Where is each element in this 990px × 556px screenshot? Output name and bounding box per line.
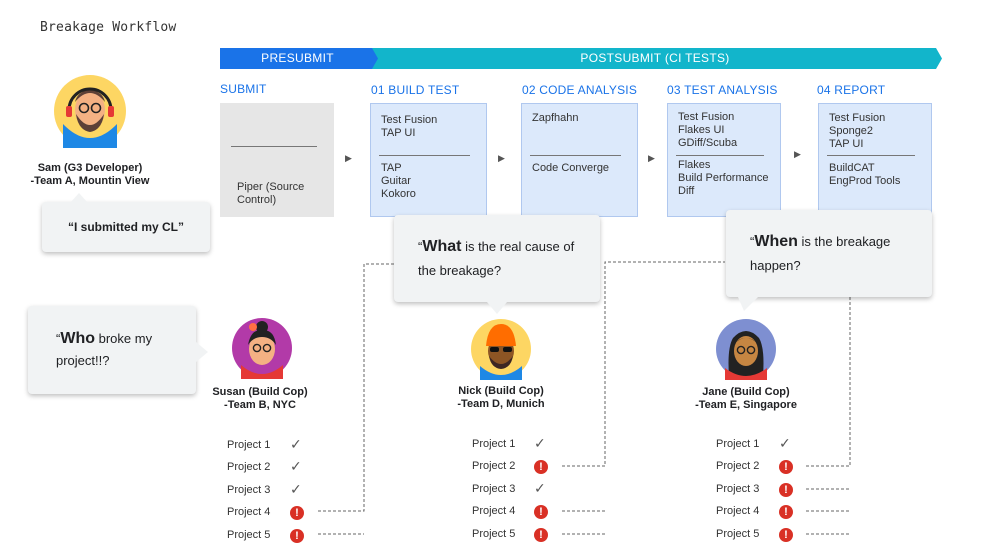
check-icon: ✓: [290, 436, 302, 452]
postsubmit-label: POSTSUBMIT (CI TESTS): [580, 51, 730, 65]
stage-tools: TAP Guitar Kokoro: [381, 162, 416, 200]
quote-keyword: What: [422, 238, 462, 255]
arrow-icon: ▶: [498, 153, 505, 163]
person-name: Susan (Build Cop): [212, 386, 308, 398]
project-name: Project 2: [227, 461, 271, 473]
stage-tools: Test Fusion Flakes UI GDiff/Scuba: [678, 111, 738, 149]
stage-header-build-test: 01 BUILD TEST: [371, 83, 460, 97]
quote-text: is the real cause of the breakage?: [418, 239, 575, 278]
person-team: -Team B, NYC: [224, 399, 296, 411]
nick-label: Nick (Build Cop) -Team D, Munich: [431, 385, 571, 411]
person-team: -Team D, Munich: [457, 398, 545, 410]
error-icon: !: [290, 529, 304, 543]
jane-avatar: [716, 319, 776, 380]
quote-text: broke my project!!?: [56, 331, 153, 368]
page-title: Breakage Workflow: [40, 20, 177, 35]
project-name: Project 1: [472, 438, 516, 450]
sam-speech-bubble: “I submitted my CL”: [42, 202, 210, 252]
susan-avatar: [232, 318, 292, 379]
project-name: Project 4: [472, 505, 516, 517]
stage-header-test-analysis: 03 TEST ANALYSIS: [667, 83, 778, 97]
person-team: -Team E, Singapore: [695, 399, 797, 411]
stage-tools: Piper (Source Control): [237, 181, 305, 206]
project-name: Project 2: [716, 460, 760, 472]
stage-header-submit: SUBMIT: [220, 82, 267, 96]
stage-tools: Zapfhahn: [532, 112, 579, 124]
susan-speech-bubble: “Who broke my project!!?: [28, 306, 196, 394]
stage-box-test-analysis: Test Fusion Flakes UI GDiff/Scuba Flakes…: [667, 103, 781, 217]
stage-tools: Test Fusion Sponge2 TAP UI: [829, 112, 886, 150]
stage-header-code-analysis: 02 CODE ANALYSIS: [522, 83, 638, 97]
bubble-tail: [487, 302, 507, 314]
bubble-tail: [738, 297, 758, 311]
error-icon: !: [534, 460, 548, 474]
project-name: Project 1: [227, 439, 271, 451]
stage-tools: BuildCAT EngProd Tools: [829, 162, 901, 187]
stage-tools: Flakes Build Performance Diff: [678, 159, 769, 197]
quote-keyword: When: [754, 233, 798, 250]
project-name: Project 5: [472, 528, 516, 540]
person-name: Sam (G3 Developer): [37, 162, 143, 174]
sam-label: Sam (G3 Developer) -Team A, Mountin View: [20, 162, 160, 188]
jane-speech-bubble: “When is the breakage happen?: [726, 210, 932, 297]
person-team: -Team A, Mountin View: [30, 175, 150, 187]
nick-avatar: [471, 319, 531, 380]
stage-header-report: 04 REPORT: [817, 83, 886, 97]
nick-speech-bubble: “What is the real cause of the breakage?: [394, 215, 600, 302]
project-name: Project 5: [227, 529, 271, 541]
stage-box-build-test: Test Fusion TAP UI TAP Guitar Kokoro: [370, 103, 487, 217]
project-name: Project 5: [716, 528, 760, 540]
project-name: Project 3: [227, 484, 271, 496]
error-icon: !: [779, 505, 793, 519]
pipeline-banner: [220, 48, 942, 69]
error-icon: !: [779, 528, 793, 542]
check-icon: ✓: [779, 435, 791, 451]
sam-avatar: [54, 75, 126, 148]
susan-label: Susan (Build Cop) -Team B, NYC: [190, 386, 330, 412]
project-name: Project 2: [472, 460, 516, 472]
project-name: Project 4: [227, 506, 271, 518]
check-icon: ✓: [290, 458, 302, 474]
bubble-tail: [70, 193, 88, 203]
stage-box-submit: Piper (Source Control): [220, 103, 334, 217]
project-name: Project 3: [716, 483, 760, 495]
error-icon: !: [534, 505, 548, 519]
check-icon: ✓: [290, 481, 302, 497]
quote-text: is the breakage happen?: [750, 234, 891, 273]
stage-box-code-analysis: Zapfhahn Code Converge: [521, 103, 638, 217]
error-icon: !: [534, 528, 548, 542]
project-name: Project 1: [716, 438, 760, 450]
jane-label: Jane (Build Cop) -Team E, Singapore: [676, 386, 816, 412]
check-icon: ✓: [534, 480, 546, 496]
arrow-icon: ▶: [794, 149, 801, 159]
project-name: Project 3: [472, 483, 516, 495]
stage-tools: Code Converge: [532, 162, 610, 174]
person-name: Jane (Build Cop): [702, 386, 790, 398]
arrow-icon: ▶: [648, 153, 655, 163]
project-name: Project 4: [716, 505, 760, 517]
bubble-tail: [196, 342, 208, 362]
stage-box-report: Test Fusion Sponge2 TAP UI BuildCAT EngP…: [818, 103, 932, 217]
arrow-icon: ▶: [345, 153, 352, 163]
stage-tools: Test Fusion TAP UI: [381, 114, 438, 139]
presubmit-label: PRESUBMIT: [261, 51, 334, 65]
error-icon: !: [779, 460, 793, 474]
error-icon: !: [290, 506, 304, 520]
person-name: Nick (Build Cop): [458, 385, 544, 397]
check-icon: ✓: [534, 435, 546, 451]
quote-keyword: Who: [60, 330, 95, 347]
error-icon: !: [779, 483, 793, 497]
